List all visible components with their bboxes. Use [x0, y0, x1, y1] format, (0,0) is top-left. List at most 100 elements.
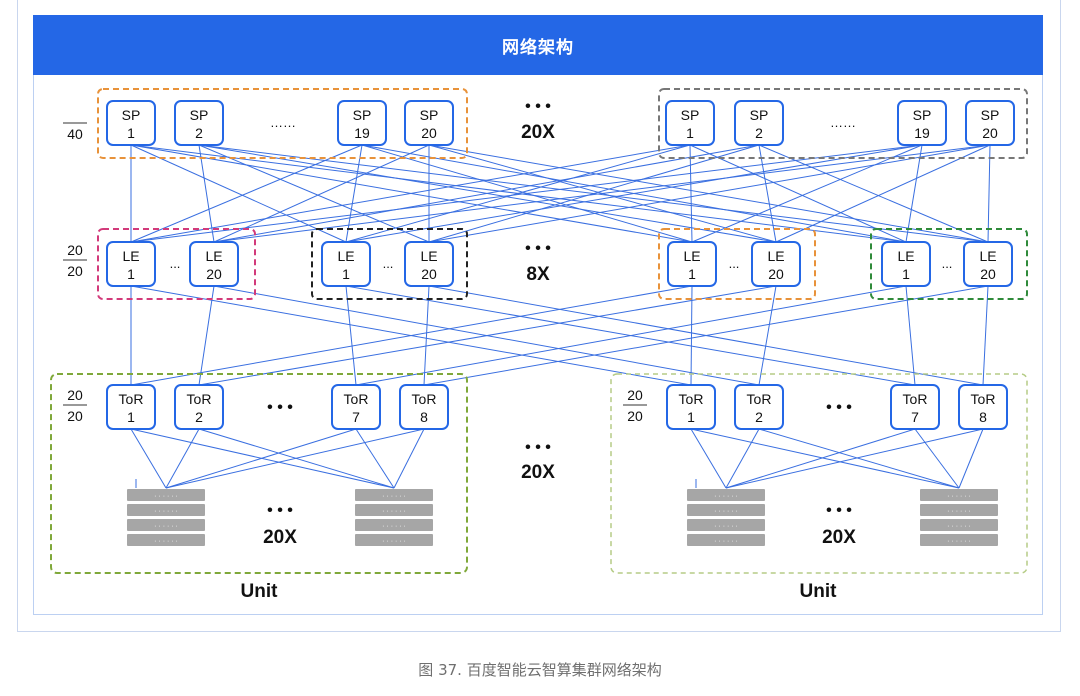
network-link — [428, 144, 760, 243]
tor-node: ToR 8 — [399, 384, 449, 430]
server-unit — [687, 534, 765, 546]
spine-node-id: 20 — [421, 125, 437, 141]
server-unit — [355, 489, 433, 501]
spine-node-id: 20 — [982, 125, 998, 141]
server-dots: · · · · · · — [714, 523, 738, 530]
tor-node-box — [666, 384, 716, 430]
leaf-node-id: 1 — [127, 266, 135, 282]
spine-node-type: SP — [681, 107, 700, 123]
leaf-node-box — [963, 241, 1013, 287]
spine-node-type: SP — [122, 107, 141, 123]
spine-node: SP 1 — [106, 100, 156, 146]
network-link — [345, 285, 357, 386]
server-multiplier: 20X — [263, 527, 297, 548]
server-dots: · · · · · · — [382, 508, 406, 515]
leaf-node-id: 20 — [980, 266, 996, 282]
spine-node-type: SP — [353, 107, 372, 123]
spine-node-type: SP — [190, 107, 209, 123]
server-dots: · · · · · · — [947, 493, 971, 500]
network-link — [213, 144, 991, 243]
network-link — [198, 144, 215, 243]
network-link — [345, 144, 691, 243]
server-dots: · · · · · · — [154, 508, 178, 515]
spine-node-id: 1 — [127, 125, 135, 141]
network-diagram: SP1SP2SP19SP20SP1SP2SP19SP20LE1LE20LE1LE… — [50, 88, 1028, 602]
unit-box-left — [50, 373, 468, 574]
network-link — [165, 428, 200, 489]
leaf-node-box — [667, 241, 717, 287]
spine-node-box — [665, 100, 715, 146]
leaf-ellipsis: ... — [170, 256, 181, 271]
spine-node-box — [965, 100, 1015, 146]
server-stack: · · · · · ·· · · · · ·· · · · · ·· · · ·… — [127, 489, 205, 546]
nodes-layer: SP1SP2SP19SP20SP1SP2SP19SP20LE1LE20LE1LE… — [106, 100, 1015, 546]
server-unit — [355, 519, 433, 531]
spine-node-type: SP — [981, 107, 1000, 123]
network-link — [758, 285, 777, 386]
tor-node-id: 8 — [979, 409, 987, 425]
network-link — [198, 285, 777, 386]
network-link — [130, 285, 693, 386]
leaf-node: LE 1 — [881, 241, 931, 287]
server-stack: · · · · · ·· · · · · ·· · · · · ·· · · ·… — [920, 489, 998, 546]
tor-node-id: 8 — [420, 409, 428, 425]
network-link — [130, 144, 363, 243]
network-link — [198, 144, 430, 243]
ratio-denominator: 20 — [67, 408, 83, 424]
network-link — [130, 428, 395, 489]
leaf-group-1 — [97, 228, 256, 300]
spine-node-box — [106, 100, 156, 146]
network-link — [130, 144, 347, 243]
server-unit — [127, 519, 205, 531]
leaf-node-type: LE — [337, 248, 354, 264]
spine-group-right — [658, 88, 1028, 159]
more-bullets: • • • — [525, 98, 551, 115]
server-unit — [127, 504, 205, 516]
leaf-node-id: 20 — [206, 266, 222, 282]
leaf-node-type: LE — [897, 248, 914, 264]
page-title: 网络架构 — [33, 15, 1043, 75]
server-dots: · · · · · · — [714, 538, 738, 545]
tor-node-id: 2 — [755, 409, 763, 425]
server-dots: · · · · · · — [947, 538, 971, 545]
spine-node-type: SP — [420, 107, 439, 123]
network-link — [987, 144, 991, 243]
network-link — [914, 428, 960, 489]
network-link — [198, 428, 395, 489]
leaf-multiplier: 8X — [526, 264, 550, 285]
server-unit — [920, 489, 998, 501]
leaf-node-id: 1 — [902, 266, 910, 282]
leaf-node-box — [404, 241, 454, 287]
leaf-node-id: 20 — [768, 266, 784, 282]
ratio-denominator: 20 — [67, 263, 83, 279]
leaf-node-box — [106, 241, 156, 287]
server-unit — [687, 489, 765, 501]
leaf-group-3 — [658, 228, 816, 300]
unit-multiplier: 20X — [521, 462, 555, 483]
leaf-ellipsis: ... — [383, 256, 394, 271]
spine-node-box — [897, 100, 947, 146]
network-link — [428, 144, 991, 243]
diagram-panel — [33, 75, 1043, 615]
network-link — [355, 285, 907, 386]
tor-node-box — [174, 384, 224, 430]
tor-node-type: ToR — [344, 391, 369, 407]
network-link — [725, 428, 984, 489]
tor-node-type: ToR — [412, 391, 437, 407]
server-unit — [355, 534, 433, 546]
network-link — [423, 285, 989, 386]
leaf-node-type: LE — [683, 248, 700, 264]
spine-node-box — [337, 100, 387, 146]
spine-node-id: 2 — [755, 125, 763, 141]
spine-node: SP2 — [734, 100, 784, 146]
tor-node-id: 2 — [195, 409, 203, 425]
more-bullets: • • • — [525, 439, 551, 456]
server-dots: · · · · · · — [714, 508, 738, 515]
tor-node-box — [734, 384, 784, 430]
leaf-node-type: LE — [979, 248, 996, 264]
